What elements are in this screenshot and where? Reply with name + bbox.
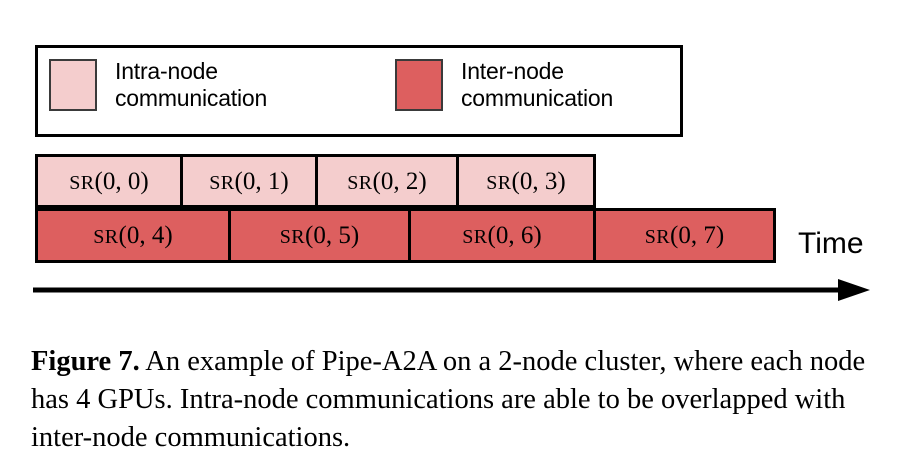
timeline-cell-args: (0, 4): [118, 222, 173, 249]
timeline-cell-label: SR(0, 5): [280, 223, 359, 248]
timeline-cell: SR(0, 3): [459, 157, 593, 205]
figure-caption-label: Figure 7.: [31, 346, 140, 377]
timeline-cell-args: (0, 3): [511, 167, 566, 195]
timeline-cell-args: (0, 2): [372, 167, 427, 195]
figure-caption-text: An example of Pipe-A2A on a 2-node clust…: [31, 346, 866, 453]
timeline-cell: SR(0, 0): [38, 157, 183, 205]
inter-node-swatch: [395, 59, 443, 111]
timeline-cell: SR(0, 4): [38, 211, 231, 260]
timeline-cell-args: (0, 6): [487, 222, 542, 249]
timeline-cell-args: (0, 5): [305, 222, 360, 249]
timeline-cell-label: SR(0, 3): [486, 169, 565, 194]
timeline-cell-prefix: SR: [462, 226, 488, 248]
timeline-cell: SR(0, 1): [183, 157, 318, 205]
timeline-cell-label: SR(0, 4): [93, 223, 172, 248]
timeline-cell-label: SR(0, 7): [645, 223, 724, 248]
timeline-cell-prefix: SR: [93, 226, 119, 248]
legend-label-intra-node: Intra-node communication: [115, 58, 268, 111]
timeline-cell-args: (0, 0): [94, 167, 149, 195]
timeline-cell-args: (0, 1): [234, 167, 289, 195]
timeline-cell-prefix: SR: [644, 226, 671, 248]
figure-caption: Figure 7. An example of Pipe-A2A on a 2-…: [31, 343, 891, 457]
inter-node-row: SR(0, 4)SR(0, 5)SR(0, 6)SR(0, 7): [35, 208, 776, 263]
legend-box: Intra-node communication Inter-node comm…: [35, 45, 683, 137]
timeline-cell-prefix: SR: [486, 171, 512, 194]
legend-entry-inter-node: Inter-node communication: [395, 58, 613, 112]
timeline-cell: SR(0, 2): [318, 157, 459, 205]
legend-entry-intra-node: Intra-node communication: [49, 58, 267, 112]
timeline-cell-label: SR(0, 0): [69, 169, 148, 194]
timeline-cell-label: SR(0, 6): [462, 223, 541, 248]
intra-node-row: SR(0, 0)SR(0, 1)SR(0, 2)SR(0, 3): [35, 154, 596, 208]
timeline-cell-prefix: SR: [69, 171, 95, 194]
timeline-cell-prefix: SR: [209, 171, 235, 194]
time-axis-label: Time: [798, 227, 864, 260]
timeline-cell: SR(0, 7): [596, 211, 773, 260]
time-axis-arrow: [33, 279, 870, 301]
timeline-cell-args: (0, 7): [670, 222, 725, 249]
timeline-cell-label: SR(0, 1): [209, 169, 288, 194]
timeline-cell-prefix: SR: [347, 171, 373, 194]
legend-label-inter-node: Inter-node communication: [461, 58, 614, 111]
timeline-cell: SR(0, 6): [411, 211, 596, 260]
intra-node-swatch: [49, 59, 97, 111]
timeline-cell: SR(0, 5): [231, 211, 411, 260]
timeline-cell-prefix: SR: [279, 226, 306, 248]
timeline-cell-label: SR(0, 2): [347, 169, 426, 194]
